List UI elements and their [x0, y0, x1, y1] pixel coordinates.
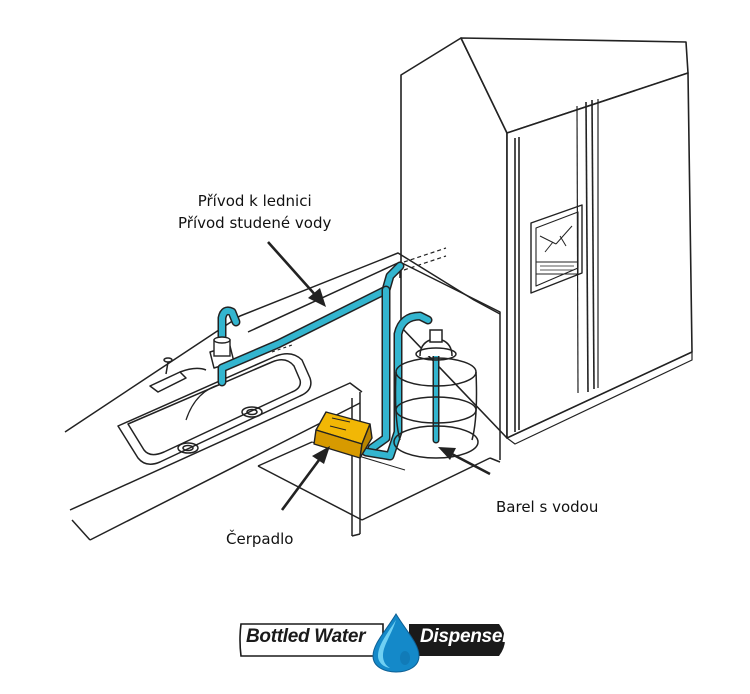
logo-text-right: Dispenser: [420, 626, 510, 647]
logo-text-left: Bottled Water: [246, 626, 366, 647]
supply-line-label: Přívod k lednici Přívod studené vody: [178, 190, 331, 234]
refrigerator: [400, 37, 693, 445]
brand-logo: Bottled Water Dispenser: [237, 612, 513, 674]
annotation-arrows: [267, 241, 491, 511]
pump: [313, 411, 373, 459]
water-bottle: [393, 329, 479, 459]
water-drop-icon: [372, 613, 420, 673]
barrel-label: Barel s vodou: [496, 498, 599, 516]
pump-label: Čerpadlo: [226, 530, 294, 548]
supply-label-line1: Přívod k lednici: [197, 192, 312, 210]
supply-label-line2: Přívod studené vody: [178, 214, 332, 232]
kitchen-sink: [117, 345, 312, 465]
faucet: [213, 336, 231, 357]
water-supply-line: [217, 261, 440, 461]
